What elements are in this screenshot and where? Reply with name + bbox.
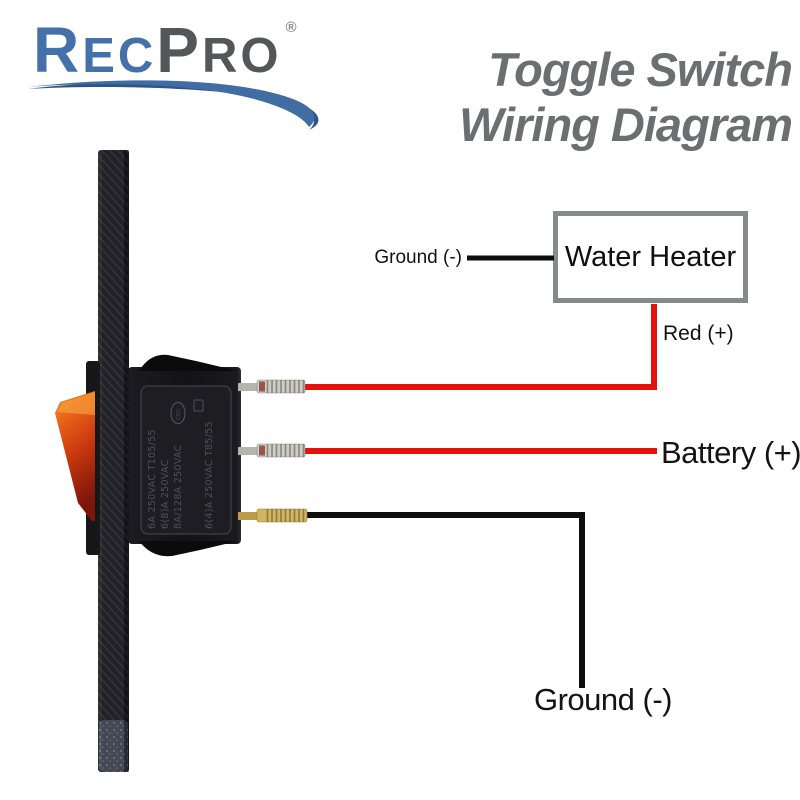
water-heater-label: Water Heater (564, 240, 737, 273)
logo-text-gray-initial: P (156, 14, 202, 86)
approval-mark-icon (193, 399, 204, 412)
logo-text-blue-rest: EC (82, 29, 157, 83)
terminal-2 (238, 443, 306, 458)
logo-text-blue-initial: R (33, 14, 83, 86)
toggle-switch-photo: 6A 250VAC T105/55 6(8)A 250VAC 8A/128A 2… (55, 150, 308, 772)
rocker-actuator (55, 391, 95, 521)
switch-marking-3: 8A/128A 250VAC (173, 444, 184, 529)
switch-label-plate (140, 385, 232, 535)
ground-negative-bottom-label: Ground (-) (534, 682, 672, 717)
logo-text-gray-rest: RO (201, 29, 282, 83)
ground-negative-top-label: Ground (-) (374, 247, 462, 268)
title-line-1: Toggle Switch (488, 43, 793, 96)
rocker-highlight (57, 392, 95, 415)
swoosh-main (28, 80, 315, 127)
terminal-1 (238, 379, 306, 394)
battery-positive-label: Battery (+) (661, 435, 800, 470)
switch-top-clip (139, 354, 238, 371)
recpro-logo: R EC P RO ® (33, 14, 297, 86)
switch-marking-2: 6(8)A 250VAC (160, 459, 171, 529)
cqc-mark-text: CQC (176, 408, 182, 420)
registered-mark: ® (285, 19, 297, 36)
switch-marking-4: 6(4)A 250VAC T85/55 (204, 421, 215, 529)
logo-swoosh-icon (28, 80, 319, 130)
switch-bottom-clip (139, 541, 238, 557)
switch-marking-1: 6A 250VAC T105/55 (147, 429, 158, 529)
wire-black-to-ground (305, 512, 585, 688)
mounting-panel-bar (98, 150, 129, 772)
cqc-certification-icon (170, 401, 186, 425)
page-title: Toggle Switch Wiring Diagram (459, 42, 793, 152)
title-line-2: Wiring Diagram (459, 98, 793, 151)
terminal-3 (238, 508, 308, 523)
wire-red-to-water-heater (305, 304, 657, 390)
red-positive-label: Red (+) (663, 322, 734, 345)
water-heater-box: Water Heater (553, 211, 748, 303)
